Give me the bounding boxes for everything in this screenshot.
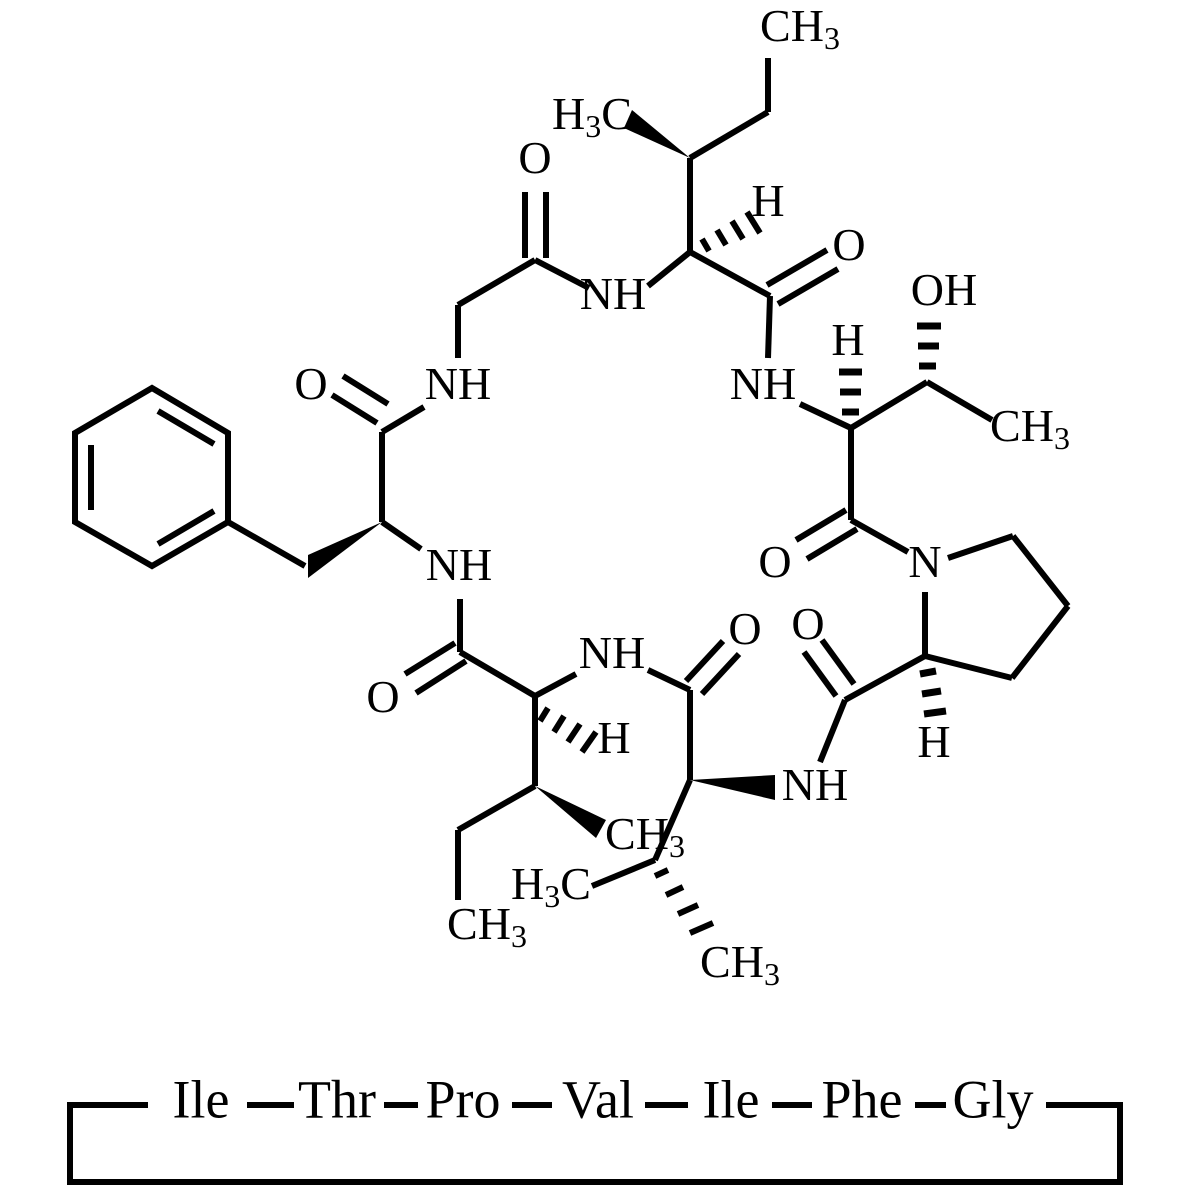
- label-phe-co-o: O: [366, 671, 399, 722]
- label-ile2-ch3-bot: CH3: [447, 898, 527, 955]
- bond-phe-co-nh: [380, 404, 426, 435]
- label-phe-nh: NH: [426, 539, 492, 590]
- residue-ile-bottom: [403, 599, 606, 900]
- label-thr-ch3: CH3: [990, 400, 1070, 457]
- wedge-val-ca-nh: [690, 775, 775, 800]
- label-ile2-ch3-wedge: CH3: [605, 808, 685, 865]
- bond-thr-nh-ca: [798, 401, 853, 431]
- bond-phe-co-double-b: [341, 373, 390, 407]
- label-ile2-co-o: O: [728, 603, 761, 654]
- bond-ile1-co-double-b: [776, 266, 840, 307]
- benzene-ring: [72, 384, 231, 570]
- label-ile2-nh: NH: [579, 627, 645, 678]
- sequence-residue-thr: Thr: [298, 1069, 376, 1129]
- label-thr-oh: OH: [911, 264, 977, 315]
- bond-ile2-nh-ca: [533, 671, 578, 699]
- bond-gly-co-nh: [533, 257, 591, 291]
- hash-thr-cb-oh: [917, 322, 941, 370]
- sequence-residue-val: Val: [562, 1069, 634, 1129]
- bond-phe-ch2-ring: [226, 519, 307, 569]
- label-val-ch3: CH3: [700, 936, 780, 993]
- hash-ile2-ca-h: [537, 706, 599, 754]
- residue-pro: [801, 533, 1071, 764]
- sequence-residue-ile-1: Ile: [173, 1069, 230, 1129]
- label-ile1-h: H: [751, 175, 784, 226]
- bond-ile2-co-double-b: [414, 658, 468, 696]
- label-thr-h: H: [831, 314, 864, 365]
- label-pro-h: H: [917, 716, 950, 767]
- bond-phe-co-double-a: [330, 392, 379, 426]
- residue-val: [590, 638, 775, 936]
- label-phe-o: O: [294, 358, 327, 409]
- bond-ile1-co-double-a: [765, 247, 829, 288]
- sequence-residue-pro: Pro: [425, 1069, 500, 1129]
- bond-thr-co-double-a: [794, 507, 848, 543]
- benzene-inner-bond-3: [156, 508, 216, 547]
- bond-val-co-nh: [646, 667, 692, 693]
- label-val-nh: NH: [782, 759, 848, 810]
- bond-pro-ca-co: [843, 653, 927, 703]
- bond-pro-cb-ca: [924, 653, 1013, 681]
- label-pro-co-o: O: [791, 598, 824, 649]
- bond-val-ca-cb: [652, 778, 693, 862]
- label-gly-o: O: [518, 132, 551, 183]
- bond-pro-cd-cg: [1010, 534, 1071, 608]
- bond-ile1-ca-co: [688, 249, 772, 299]
- label-thr-co-o: O: [758, 536, 791, 587]
- hash-thr-ca-h: [839, 368, 862, 416]
- bond-ile1-co-nh: [765, 295, 773, 359]
- sequence-bracket-left: [67, 1102, 148, 1185]
- label-ile2-h: H: [597, 712, 630, 763]
- bond-pro-co-nh: [817, 698, 848, 764]
- wedge-phe-ca-ch2: [308, 522, 382, 578]
- label-thr-nh: NH: [730, 358, 796, 409]
- residue-thr: [794, 322, 994, 562]
- residue-gly: [455, 192, 591, 358]
- label-gly-nh-right: NH: [580, 268, 646, 319]
- bond-pro-n-cd: [947, 533, 1014, 561]
- label-gly-nh-left: NH: [425, 358, 491, 409]
- bond-pro-co-double-a: [801, 650, 839, 698]
- bond-pro-co-double-b: [819, 638, 857, 686]
- bond-phe-nh-ca: [380, 519, 423, 552]
- wedge-ile2-cb-ch3: [535, 786, 606, 838]
- label-ile1-h3c: H3C: [552, 88, 632, 145]
- bond-thr-ca-cb: [849, 379, 929, 431]
- label-ile1-ch3-top: CH3: [760, 0, 840, 56]
- bond-thr-co-n: [849, 517, 910, 555]
- label-pro-n: N: [908, 536, 941, 587]
- sequence-residue-ile-2: Ile: [703, 1069, 760, 1129]
- sequence-residue-gly: Gly: [953, 1069, 1034, 1129]
- wedge-ile1-cb-h3c: [624, 110, 690, 158]
- hash-ile1-ca-h: [699, 210, 763, 253]
- atom-label-layer: CH3 H3C H O NH NH O NH H OH CH3 O NH O N…: [294, 0, 1070, 992]
- sequence-residue-phe: Phe: [822, 1069, 903, 1129]
- bond-thr-cb-ch3: [925, 379, 994, 423]
- bond-thr-co-double-b: [805, 526, 859, 562]
- bond-ile2-cb-ch2: [456, 783, 537, 833]
- sequence-diagram: Ile Thr Pro Val Ile Phe Gly: [67, 1069, 1123, 1185]
- label-val-h3c: H3C: [511, 858, 591, 915]
- bond-ile1-nh-ca: [646, 249, 692, 289]
- bond-val-cb-h3c: [590, 857, 657, 889]
- benzene-inner-bond-1: [156, 408, 216, 447]
- hash-val-cb-ch3: [653, 867, 715, 936]
- bond-ile2-ca-co: [458, 649, 537, 699]
- residue-ile-top: [624, 58, 840, 359]
- sequence-bracket-right: [1046, 1102, 1123, 1185]
- bond-val-co-double-b: [699, 651, 742, 697]
- bond-pro-cg-cb: [1009, 604, 1071, 680]
- hash-pro-ca-h: [919, 667, 947, 718]
- bond-ile1-cb-ch2: [688, 109, 770, 161]
- bond-gly-ch2-co: [456, 257, 537, 308]
- label-ile1-co-o: O: [832, 219, 865, 270]
- bond-val-co-double-a: [683, 638, 726, 684]
- bond-ile2-co-double-a: [403, 640, 457, 677]
- residue-phe: [72, 373, 426, 578]
